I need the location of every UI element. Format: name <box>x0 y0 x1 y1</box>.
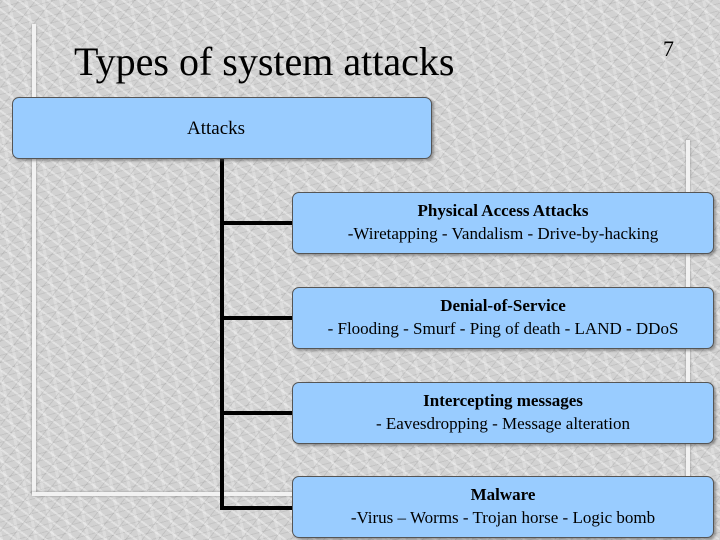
child-node-physical-access: Physical Access Attacks -Wiretapping - V… <box>292 192 714 254</box>
child-node-items: - Eavesdropping - Message alteration <box>376 414 630 433</box>
child-node-items: - Flooding - Smurf - Ping of death - LAN… <box>327 319 679 338</box>
slide-title: Types of system attacks <box>74 39 455 84</box>
child-node-intercepting-messages: Intercepting messages - Eavesdropping - … <box>292 382 714 444</box>
connector-branch-2 <box>220 316 292 320</box>
child-node-title: Malware <box>470 485 536 505</box>
root-node <box>12 97 432 159</box>
frame-line-left <box>32 24 36 494</box>
child-node-items: -Wiretapping - Vandalism - Drive-by-hack… <box>347 224 659 243</box>
connector-branch-1 <box>220 221 292 225</box>
child-node-malware: Malware -Virus – Worms - Trojan horse - … <box>292 476 714 538</box>
child-node-denial-of-service: Denial-of-Service - Flooding - Smurf - P… <box>292 287 714 349</box>
child-node-title: Denial-of-Service <box>440 296 566 316</box>
slide-number: 7 <box>663 36 674 61</box>
child-node-items: -Virus – Worms - Trojan horse - Logic bo… <box>350 508 656 527</box>
connector-branch-4 <box>220 506 292 510</box>
child-node-title: Physical Access Attacks <box>417 201 589 221</box>
root-node-label: Attacks <box>187 118 246 139</box>
child-node-title: Intercepting messages <box>423 391 583 411</box>
connector-branch-3 <box>220 411 292 415</box>
connector-vertical <box>220 159 224 510</box>
